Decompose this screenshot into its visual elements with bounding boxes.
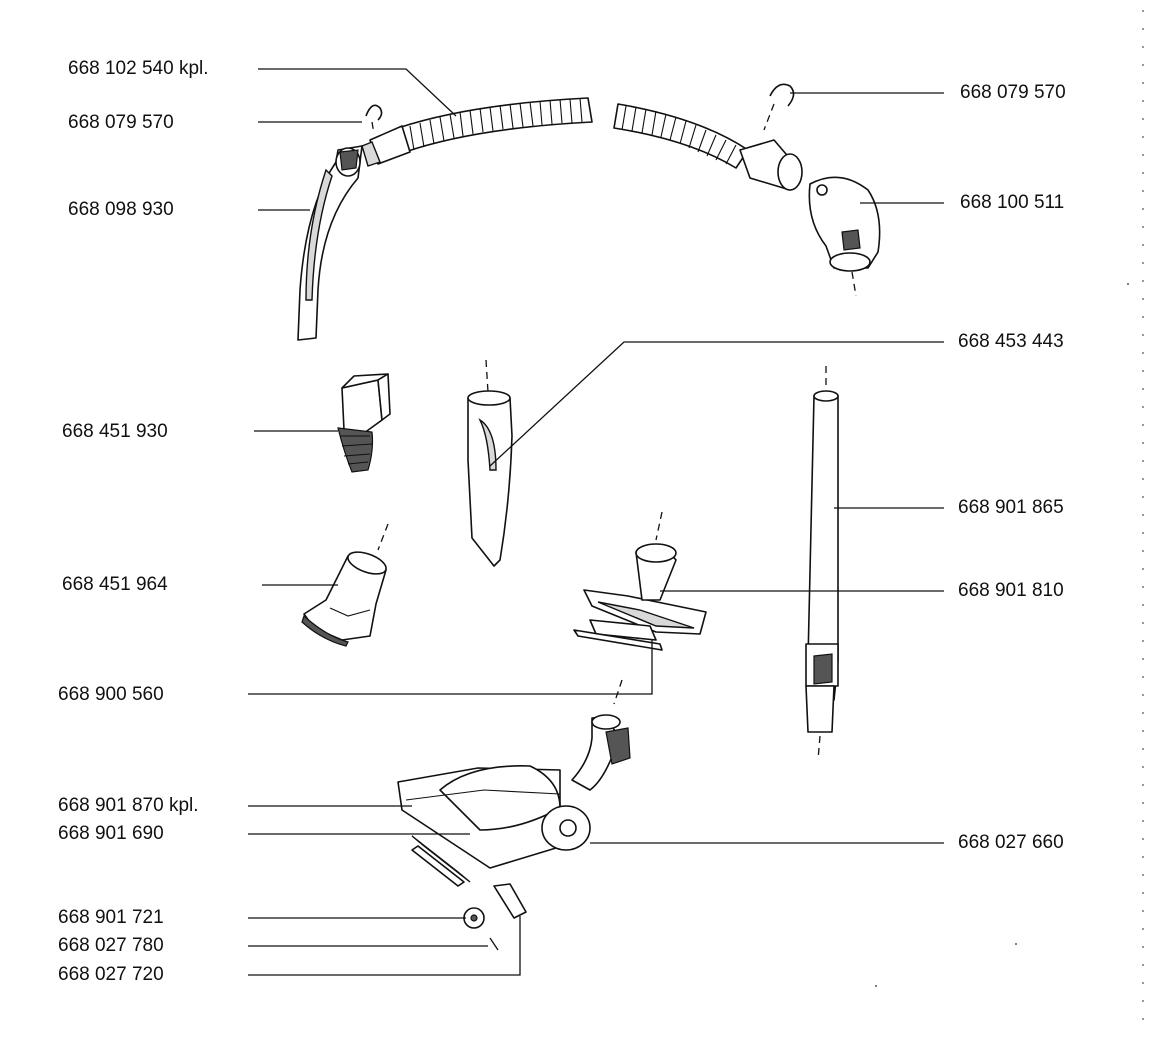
label-upholstery-brush: 668 451 930 bbox=[62, 421, 168, 442]
dusting-brush-drawing bbox=[301, 523, 389, 647]
hose-right-section bbox=[613, 103, 803, 191]
hand-grip-drawing bbox=[297, 145, 363, 341]
label-hose-complete: 668 102 540 kpl. bbox=[68, 58, 209, 79]
label-nozzle-housing: 668 901 690 bbox=[58, 823, 164, 844]
leader-lines bbox=[248, 68, 944, 976]
label-pin: 668 027 780 bbox=[58, 935, 164, 956]
hose-clip-left-drawing bbox=[365, 104, 383, 135]
hose-connector-drawing bbox=[808, 176, 881, 297]
label-hand-grip: 668 098 930 bbox=[68, 199, 174, 220]
crevice-tool-drawing bbox=[467, 359, 513, 567]
scan-edge-marks bbox=[1142, 10, 1144, 1030]
label-hose-clip-left: 668 079 570 bbox=[68, 112, 174, 133]
label-washer: 668 901 721 bbox=[58, 907, 164, 928]
label-base-plate: 668 900 560 bbox=[58, 684, 164, 705]
label-strip: 668 027 720 bbox=[58, 964, 164, 985]
small-floor-nozzle-drawing bbox=[583, 511, 707, 635]
telescopic-tube-drawing bbox=[805, 366, 839, 761]
label-telescopic-tube: 668 901 865 bbox=[958, 497, 1064, 518]
label-dusting-brush: 668 451 964 bbox=[62, 574, 168, 595]
hose-clip-right-drawing bbox=[763, 83, 795, 131]
label-crevice-tool: 668 453 443 bbox=[958, 331, 1064, 352]
base-plate-drawing bbox=[573, 619, 663, 705]
label-floor-nozzle-complete: 668 901 870 kpl. bbox=[58, 795, 199, 816]
upholstery-brush-drawing bbox=[337, 373, 391, 473]
label-small-floor-nozzle: 668 901 810 bbox=[958, 580, 1064, 601]
label-hose-clip-right: 668 079 570 bbox=[960, 82, 1066, 103]
hose-left-section bbox=[361, 97, 593, 167]
label-wheel: 668 027 660 bbox=[958, 832, 1064, 853]
floor-nozzle-drawing bbox=[397, 714, 631, 951]
scan-specks bbox=[875, 283, 1129, 987]
label-hose-connector: 668 100 511 bbox=[960, 192, 1065, 213]
